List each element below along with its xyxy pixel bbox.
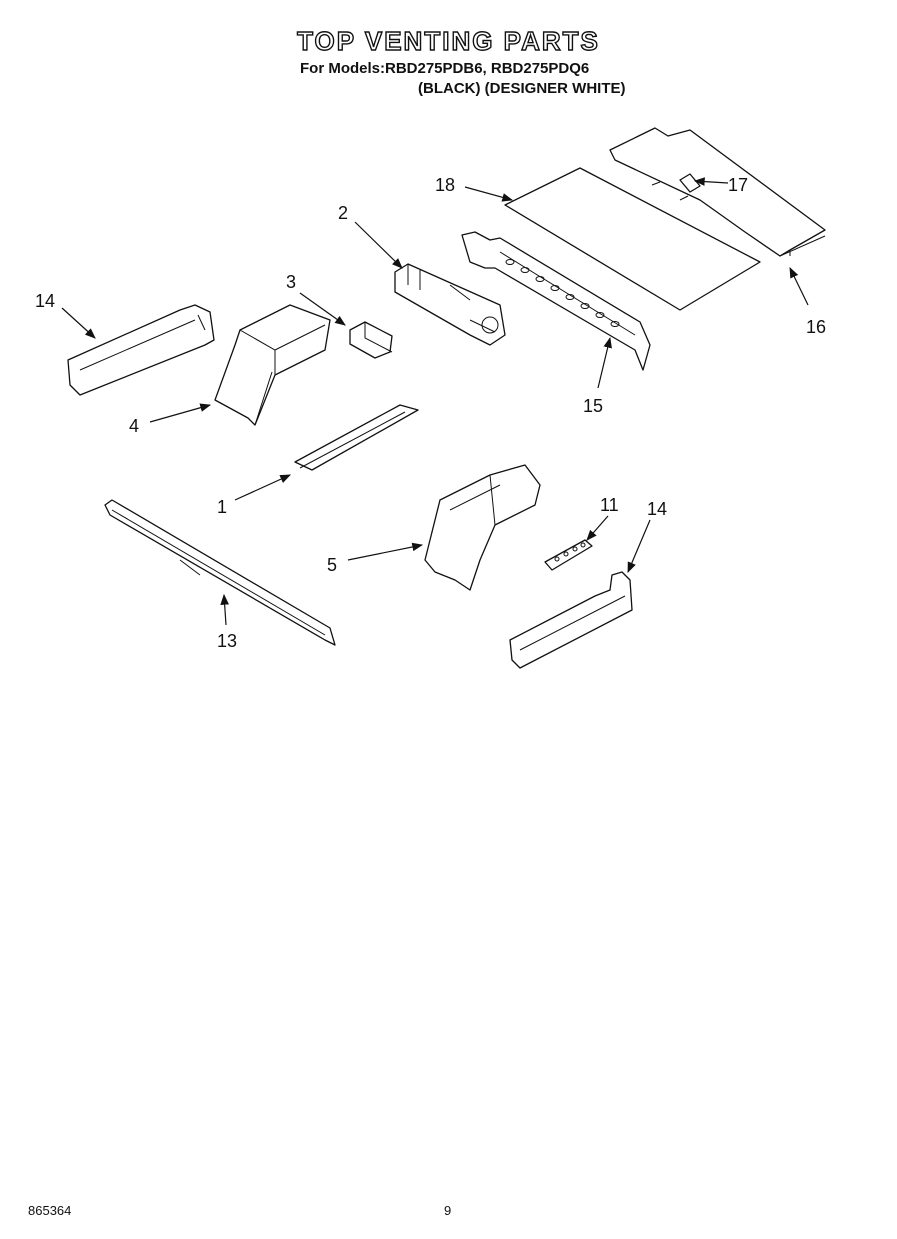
part-11-connector: [544, 539, 593, 571]
callout-2: 2: [338, 203, 348, 223]
part-1-channel: [294, 404, 419, 471]
part-3-block: [349, 321, 393, 359]
part-18-sheet: [504, 167, 761, 311]
callout-4: 4: [129, 416, 139, 436]
part-15-vent-rail: [461, 231, 651, 371]
part-2-blower-assembly: [394, 263, 506, 346]
part-13-trim-rail: [104, 499, 336, 646]
part-17-clip: [651, 173, 701, 201]
part-14-right-bracket: [509, 571, 633, 669]
page-number: 9: [444, 1203, 452, 1218]
callout-leaders: [61, 177, 809, 626]
callout-13: 13: [217, 631, 237, 651]
part-5-deflector: [424, 464, 541, 591]
part-4-duct: [214, 304, 331, 426]
callout-17: 17: [728, 175, 748, 195]
callout-11: 11: [600, 495, 619, 515]
callout-16: 16: [806, 317, 826, 337]
callout-18: 18: [435, 175, 455, 195]
variants-line: (BLACK) (DESIGNER WHITE): [418, 80, 626, 97]
callout-14-right: 14: [647, 499, 667, 519]
callout-5: 5: [327, 555, 337, 575]
part-14-left-bracket: [67, 304, 215, 396]
document-number: 865364: [28, 1203, 72, 1218]
callout-15: 15: [583, 396, 603, 416]
models-line: For Models:RBD275PDB6, RBD275PDQ6: [300, 60, 590, 77]
callout-1: 1: [217, 497, 227, 517]
callout-14-left: 14: [35, 291, 55, 311]
part-16-panel: [609, 127, 826, 257]
callout-3: 3: [286, 272, 296, 292]
page-title: TOP VENTING PARTS: [296, 25, 600, 56]
